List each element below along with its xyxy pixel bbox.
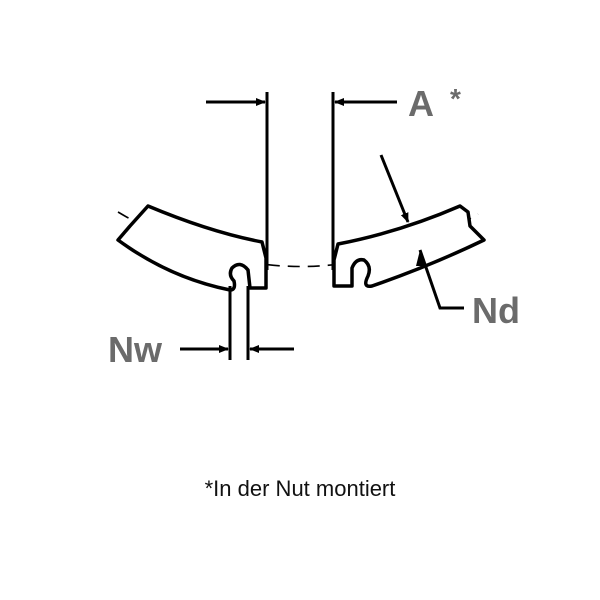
- label-a: A: [408, 83, 434, 124]
- right-ring-segment: [332, 204, 486, 289]
- caption-note: *In der Nut montiert: [204, 476, 396, 501]
- thickness-arrow: [379, 154, 410, 223]
- nd-leader: [418, 249, 464, 310]
- left-ring-segment: [116, 204, 268, 292]
- label-a-star: *: [450, 83, 461, 114]
- label-nw: Nw: [108, 329, 163, 370]
- label-nd: Nd: [472, 290, 520, 331]
